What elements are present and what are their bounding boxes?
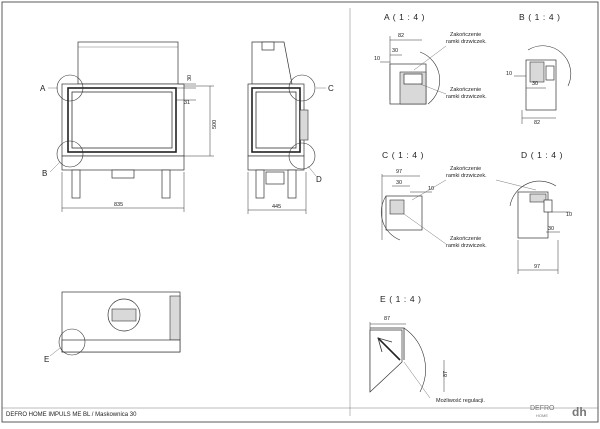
detail-c-dim30-label: 30 — [396, 180, 402, 186]
detail-d-leader — [495, 179, 537, 191]
detail-a-note1b: ramki drzwiczek. — [446, 39, 487, 45]
front-hood — [77, 41, 179, 85]
front-leg-right — [161, 169, 171, 199]
detail-e-title: E ( 1 : 4 ) — [380, 294, 422, 304]
detail-e-arrow — [377, 337, 393, 353]
detail-a-dim10-label: 10 — [374, 56, 380, 62]
detail-a: A ( 1 : 4 ) 82 30 10 Zakończenie ramki d… — [374, 12, 487, 105]
detail-circle-c — [288, 74, 316, 102]
side-handle — [299, 109, 309, 141]
detail-b-panel — [529, 61, 545, 83]
detail-b-dim30-label: 30 — [532, 81, 538, 87]
callout-e-leader — [49, 347, 61, 357]
callout-d: D — [316, 175, 322, 184]
detail-c-note1: Zakończenie — [450, 166, 481, 172]
top-view: E — [44, 291, 181, 364]
detail-c-arc — [380, 195, 401, 241]
detail-a-note1: Zakończenie — [450, 32, 481, 38]
callout-c: C — [328, 84, 334, 93]
detail-c-panel — [389, 199, 405, 215]
side-view: C D 445 — [247, 41, 334, 214]
detail-c-title: C ( 1 : 4 ) — [382, 150, 424, 160]
detail-circle-e — [58, 328, 86, 356]
front-body — [61, 83, 185, 157]
detail-e-dim87-top-label: 87 — [384, 316, 390, 322]
detail-c-dim97-label: 97 — [396, 169, 402, 175]
detail-circle-b — [56, 140, 84, 168]
detail-e-corner — [369, 329, 403, 393]
detail-a-note2: Zakończenie — [450, 87, 481, 93]
detail-a-note2-leader — [419, 83, 447, 95]
logo-home: HOME — [536, 413, 548, 418]
side-body — [247, 83, 305, 157]
top-flue-plate — [111, 308, 137, 322]
side-flue — [261, 41, 275, 51]
detail-d-arc — [509, 180, 557, 207]
detail-d-title: D ( 1 : 4 ) — [521, 150, 563, 160]
detail-b: B ( 1 : 4 ) 10 30 82 — [506, 12, 572, 126]
detail-b-arc — [527, 45, 572, 87]
side-leg-left — [255, 169, 265, 199]
side-leg-right — [287, 169, 297, 199]
detail-e-note-leader — [403, 361, 431, 399]
detail-e-dim87-side-label: 87 — [443, 371, 449, 377]
detail-d-lip — [543, 199, 553, 213]
side-glass — [255, 91, 297, 149]
detail-c-note1-leader — [411, 179, 447, 201]
detail-a-inner — [403, 73, 423, 85]
detail-e-note: Możliwość regulacji. — [436, 398, 485, 404]
detail-c-note2b: ramki drzwiczek. — [446, 243, 487, 249]
dim-500-label: 500 — [212, 120, 218, 129]
detail-d: D ( 1 : 4 ) 10 30 97 — [495, 150, 572, 274]
detail-a-arc — [419, 51, 440, 105]
detail-a-title: A ( 1 : 4 ) — [384, 12, 425, 22]
detail-d-panel — [529, 193, 547, 203]
detail-b-dim82-label: 82 — [534, 120, 540, 126]
title-block: DEFRO HOME IMPULS ME BL / Maskownica 30 … — [2, 405, 598, 419]
front-glass — [71, 91, 173, 149]
detail-a-dim82-label: 82 — [398, 33, 404, 39]
front-view: A B 30 31 500 835 — [40, 41, 218, 212]
front-lower — [61, 155, 185, 171]
ash-box — [111, 169, 135, 179]
front-glass-frame — [67, 87, 177, 153]
detail-a-note2b: ramki drzwiczek. — [446, 94, 487, 100]
dim-31-label: 31 — [184, 100, 190, 106]
callout-d-leader — [307, 165, 317, 177]
detail-c-note2: Zakończenie — [450, 236, 481, 242]
detail-b-dim10-label: 10 — [506, 71, 512, 77]
callout-b-leader — [49, 161, 61, 173]
detail-c-note1b: ramki drzwiczek. — [446, 173, 487, 179]
side-ash-box — [265, 171, 285, 185]
dim-30-label: 30 — [187, 75, 193, 81]
logo-defro: DEFRO — [530, 405, 555, 412]
dim-835-label: 835 — [114, 202, 123, 208]
dim-445-label: 445 — [272, 204, 281, 210]
detail-circle-d — [288, 142, 316, 170]
callout-a: A — [40, 84, 46, 93]
top-front-strip — [61, 339, 181, 353]
side-lower — [247, 155, 305, 171]
drawing-caption: DEFRO HOME IMPULS ME BL / Maskownica 30 — [6, 412, 137, 418]
detail-d-dim10-label: 10 — [566, 212, 572, 218]
detail-d-dim30-label: 30 — [548, 226, 554, 232]
detail-d-dim97-label: 97 — [534, 264, 540, 270]
detail-a-note1-leader — [413, 45, 447, 71]
detail-c: C ( 1 : 4 ) 97 30 10 Zakończenie ramki d… — [380, 150, 487, 249]
detail-c-note2-leader — [403, 213, 447, 245]
callout-e: E — [44, 355, 49, 364]
top-side-panel — [169, 295, 181, 341]
detail-a-dim30-label: 30 — [392, 48, 398, 54]
front-leg-left — [71, 169, 81, 199]
detail-b-lip — [545, 65, 555, 81]
callout-b: B — [42, 169, 47, 178]
logo-dh-icon: dh — [572, 405, 587, 419]
detail-e: E ( 1 : 4 ) 87 87 Możliwość regulacji. — [369, 294, 485, 404]
detail-e-arc — [403, 327, 426, 393]
detail-e-diagonal — [377, 337, 401, 361]
detail-b-title: B ( 1 : 4 ) — [519, 12, 561, 22]
